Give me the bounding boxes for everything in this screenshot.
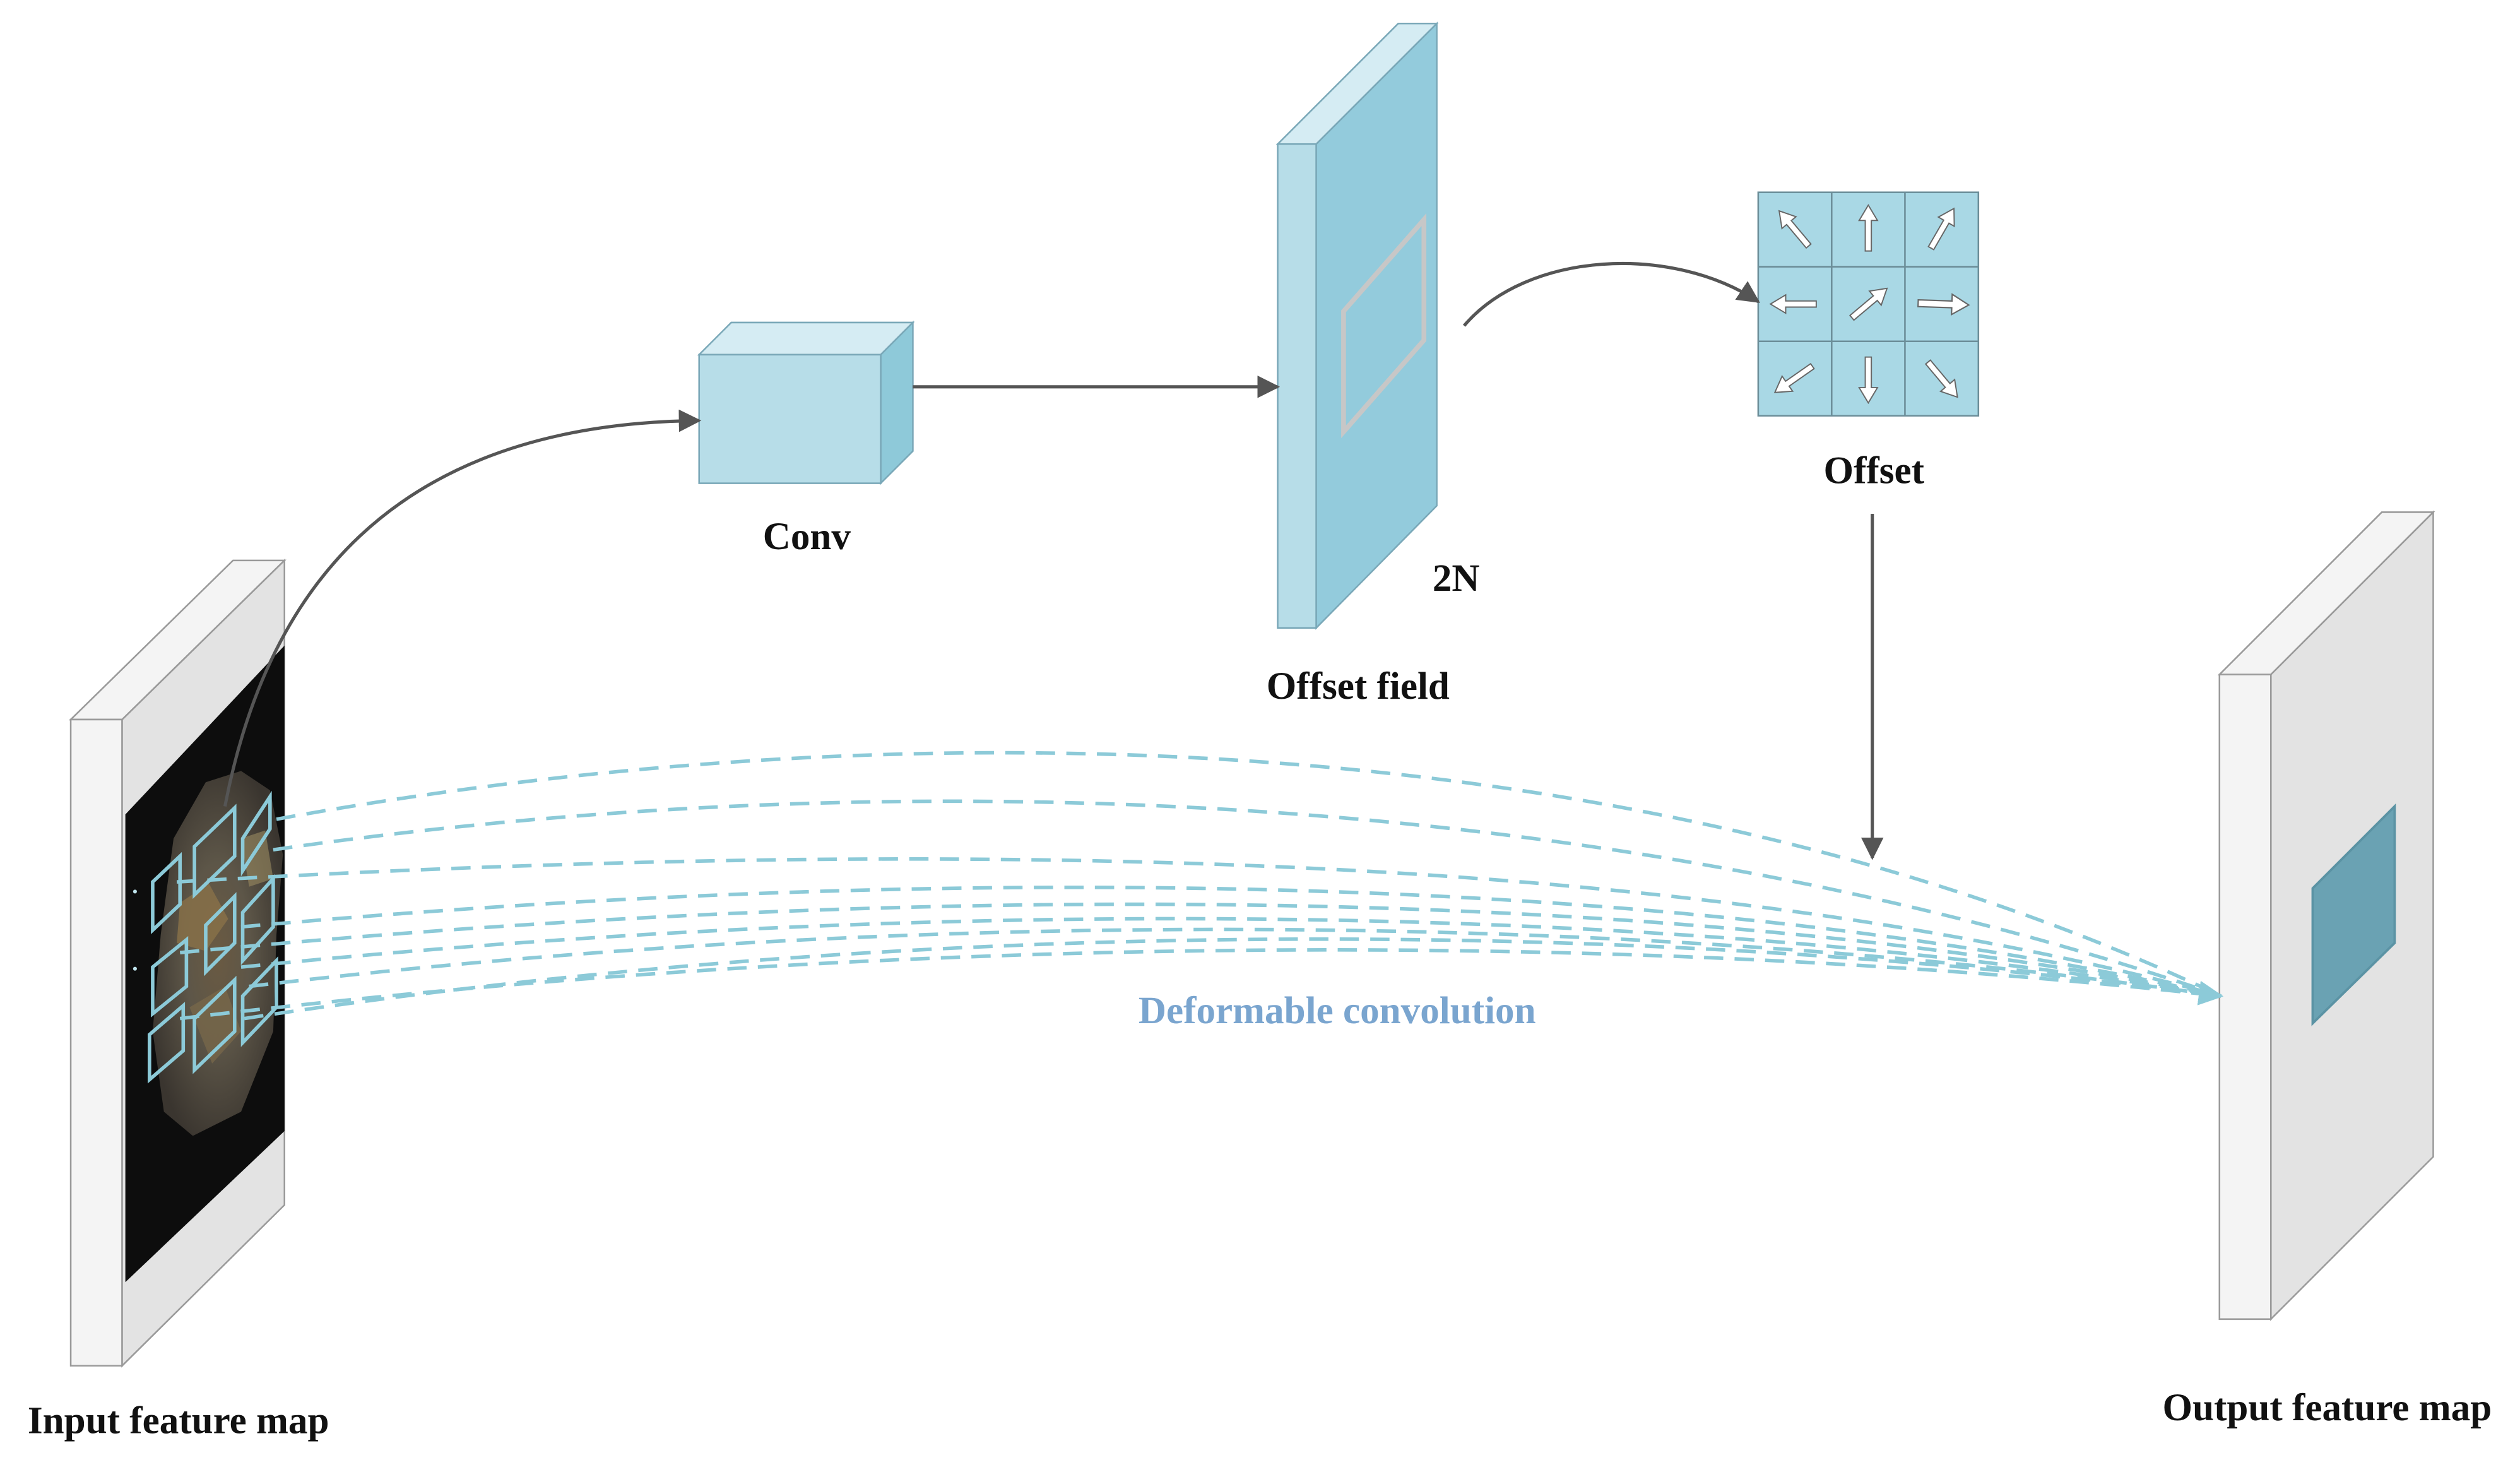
sampling-cell [204, 892, 237, 976]
output-patch [2311, 803, 2396, 1026]
output-panel-left-edge [2218, 674, 2272, 1321]
dashed-link [244, 937, 2224, 1021]
sampling-cell [151, 935, 189, 1018]
offset-field-label: Offset field [1267, 665, 1450, 708]
offset-label: Offset [1824, 450, 1925, 492]
conv-label: Conv [763, 516, 851, 558]
conv-block [697, 320, 915, 485]
dashed-link [179, 902, 2221, 998]
dashed-link [176, 857, 2222, 998]
arrow-offset-field-to-offset [1462, 262, 1760, 327]
dashed-link [240, 886, 2221, 998]
offset-field-edge [1277, 143, 1317, 629]
dashed-link [179, 948, 2221, 1021]
arrow-input-to-conv [223, 409, 702, 807]
offset-field-window [1341, 213, 1427, 439]
offset-field-block [1275, 21, 1439, 630]
input-image-rock-highlight [189, 986, 241, 1064]
offset-grid [1757, 191, 1980, 417]
conv-block-top [697, 321, 915, 356]
sampling-cell [148, 1002, 186, 1084]
sampling-cell [192, 804, 237, 899]
sampling-grid [148, 790, 278, 1084]
deformable-convolution-label: Deformable convolution [1139, 990, 1536, 1032]
sampling-cell [240, 874, 275, 966]
offset-field-face [1315, 21, 1438, 630]
sampling-cell [151, 852, 182, 935]
output-feature-map [2217, 510, 2435, 1321]
dashed-link [273, 799, 2222, 998]
sampling-dot [133, 889, 137, 894]
input-image-rock-highlight [177, 883, 228, 951]
input-panel-left-edge [69, 718, 123, 1367]
flow-arrows [223, 262, 1884, 860]
deformable-links [176, 751, 2224, 1021]
dashed-link [240, 917, 2221, 998]
sampling-cell [240, 790, 272, 877]
conv-block-front [698, 353, 882, 484]
input-feature-map-label: Input feature map [28, 1400, 329, 1442]
input-feature-map [68, 558, 287, 1368]
output-feature-map-label: Output feature map [2163, 1387, 2492, 1429]
dashed-link [249, 927, 2221, 998]
sampling-dot [133, 966, 137, 971]
sampling-cell [192, 975, 237, 1074]
input-image-rock-highlight [240, 830, 273, 887]
channels-2n-label: 2N [1433, 557, 1480, 600]
